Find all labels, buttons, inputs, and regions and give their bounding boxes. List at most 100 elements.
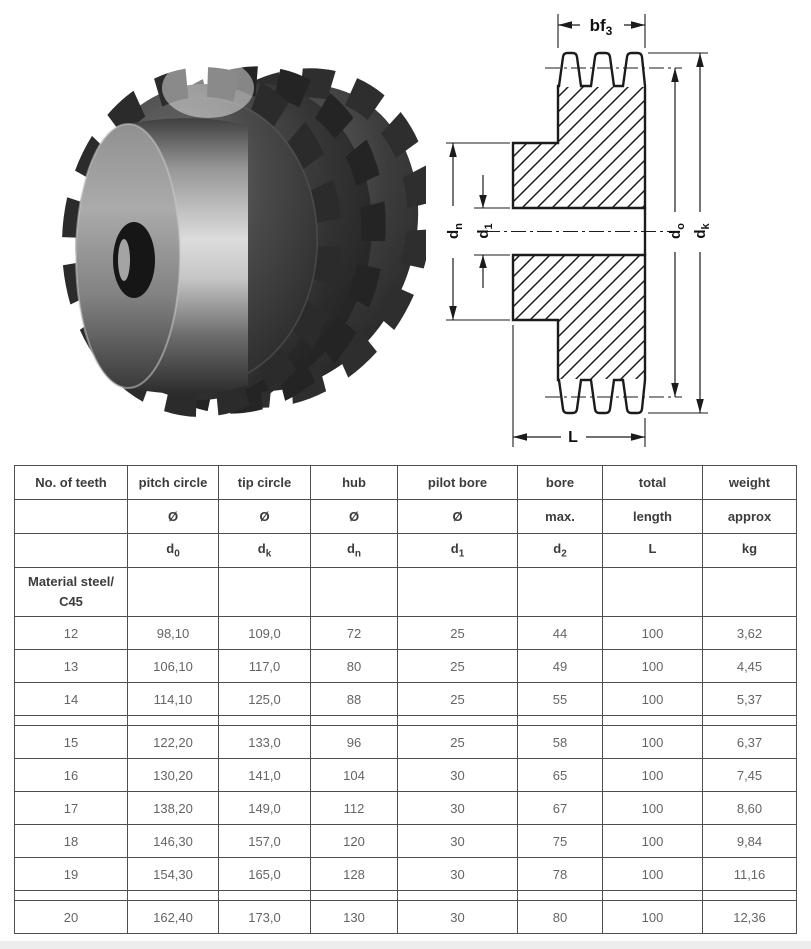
cell: 88 bbox=[310, 682, 398, 716]
cell: 133,0 bbox=[218, 725, 311, 759]
cell: 100 bbox=[602, 725, 703, 759]
cell: 157,0 bbox=[218, 824, 311, 858]
unit-header: Ø bbox=[310, 499, 398, 534]
cell: 9,84 bbox=[702, 824, 797, 858]
dim-label-d1: d1 bbox=[475, 223, 495, 238]
col-header: pitch circle bbox=[127, 465, 219, 500]
cell: 3,62 bbox=[702, 616, 797, 650]
cell: 12 bbox=[14, 616, 128, 650]
unit-header: length bbox=[602, 499, 703, 534]
lower-section-hatch bbox=[514, 256, 644, 379]
cell: 8,60 bbox=[702, 791, 797, 825]
dim-label-L: L bbox=[568, 429, 578, 446]
cell: 165,0 bbox=[218, 857, 311, 891]
col-header: tip circle bbox=[218, 465, 311, 500]
cell: 30 bbox=[397, 900, 518, 934]
cell: 141,0 bbox=[218, 758, 311, 792]
symbol-header: d1 bbox=[397, 533, 518, 568]
cell: 25 bbox=[397, 616, 518, 650]
cell: 67 bbox=[517, 791, 603, 825]
material-row: Material steel/ C45 bbox=[14, 567, 797, 617]
cell: 114,10 bbox=[127, 682, 219, 716]
cell: 16 bbox=[14, 758, 128, 792]
col-header: No. of teeth bbox=[14, 465, 128, 500]
photo-highlight bbox=[162, 58, 254, 118]
cell: 100 bbox=[602, 649, 703, 683]
cell: 122,20 bbox=[127, 725, 219, 759]
cell: 44 bbox=[517, 616, 603, 650]
cell: 154,30 bbox=[127, 857, 219, 891]
cell: 6,37 bbox=[702, 725, 797, 759]
cell: 120 bbox=[310, 824, 398, 858]
cell: 130 bbox=[310, 900, 398, 934]
cell: 104 bbox=[310, 758, 398, 792]
cell: 30 bbox=[397, 791, 518, 825]
cell: 4,45 bbox=[702, 649, 797, 683]
cell: 30 bbox=[397, 758, 518, 792]
sprocket-data-table: No. of teeth pitch circle tip circle hub… bbox=[14, 465, 797, 934]
cell: 98,10 bbox=[127, 616, 219, 650]
cell: 15 bbox=[14, 725, 128, 759]
centerlines bbox=[485, 67, 682, 398]
cell: 100 bbox=[602, 857, 703, 891]
unit-header: approx bbox=[702, 499, 797, 534]
table-symbol-row: d0 dk dn d1 d2 L kg bbox=[14, 533, 797, 568]
symbol-header: d2 bbox=[517, 533, 603, 568]
cell: 5,37 bbox=[702, 682, 797, 716]
unit-header: Ø bbox=[218, 499, 311, 534]
spacer-row bbox=[14, 890, 797, 901]
sprocket-photo-image bbox=[61, 58, 426, 417]
bore-highlight bbox=[118, 239, 130, 281]
symbol-header: d0 bbox=[127, 533, 219, 568]
dim-label-do: do bbox=[667, 223, 687, 239]
dim-label-bf3: bf3 bbox=[590, 16, 613, 38]
symbol-header: kg bbox=[702, 533, 797, 568]
symbol-header: L bbox=[602, 533, 703, 568]
cell: 100 bbox=[602, 758, 703, 792]
cell: 100 bbox=[602, 616, 703, 650]
spacer-row bbox=[14, 715, 797, 726]
cell: 75 bbox=[517, 824, 603, 858]
table-unit-row: Ø Ø Ø Ø max. length approx bbox=[14, 499, 797, 534]
unit-header: Ø bbox=[397, 499, 518, 534]
cell: 96 bbox=[310, 725, 398, 759]
cell: 146,30 bbox=[127, 824, 219, 858]
cell: 138,20 bbox=[127, 791, 219, 825]
cell: 100 bbox=[602, 824, 703, 858]
cell: 162,40 bbox=[127, 900, 219, 934]
material-label: Material steel/ C45 bbox=[14, 567, 128, 617]
extension-lines bbox=[446, 14, 708, 447]
cell: 100 bbox=[602, 682, 703, 716]
cell: 17 bbox=[14, 791, 128, 825]
cell: 58 bbox=[517, 725, 603, 759]
col-header: hub bbox=[310, 465, 398, 500]
sprocket-photo bbox=[58, 26, 426, 440]
lower-section-outline bbox=[511, 253, 647, 415]
unit-header: Ø bbox=[127, 499, 219, 534]
cell: 65 bbox=[517, 758, 603, 792]
cell: 125,0 bbox=[218, 682, 311, 716]
cell: 30 bbox=[397, 857, 518, 891]
sprocket-drawing-image: bf3 dn d1 do dk L bbox=[445, 14, 712, 447]
cell: 11,16 bbox=[702, 857, 797, 891]
cell: 106,10 bbox=[127, 649, 219, 683]
upper-section-hatch bbox=[514, 87, 644, 207]
cell: 130,20 bbox=[127, 758, 219, 792]
cell: 18 bbox=[14, 824, 128, 858]
col-header: weight bbox=[702, 465, 797, 500]
dim-label-dk: dk bbox=[692, 222, 712, 238]
cell: 173,0 bbox=[218, 900, 311, 934]
cell: 25 bbox=[397, 725, 518, 759]
table-header-row: No. of teeth pitch circle tip circle hub… bbox=[14, 465, 797, 500]
col-header: bore bbox=[517, 465, 603, 500]
dim-label-dn: dn bbox=[445, 223, 465, 239]
symbol-header: dn bbox=[310, 533, 398, 568]
cell: 7,45 bbox=[702, 758, 797, 792]
